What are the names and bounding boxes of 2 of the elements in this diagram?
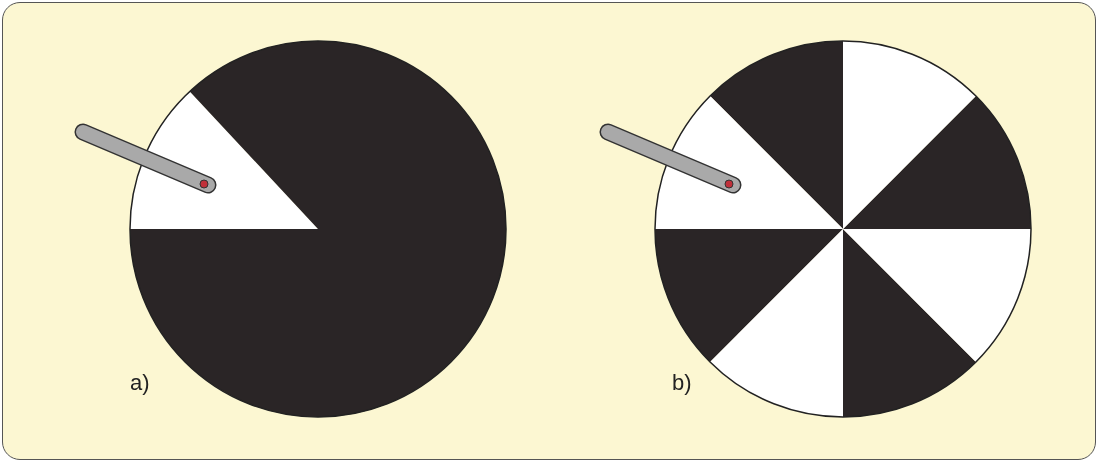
panel-label: b)	[672, 372, 692, 394]
panel-label: a)	[130, 372, 150, 394]
